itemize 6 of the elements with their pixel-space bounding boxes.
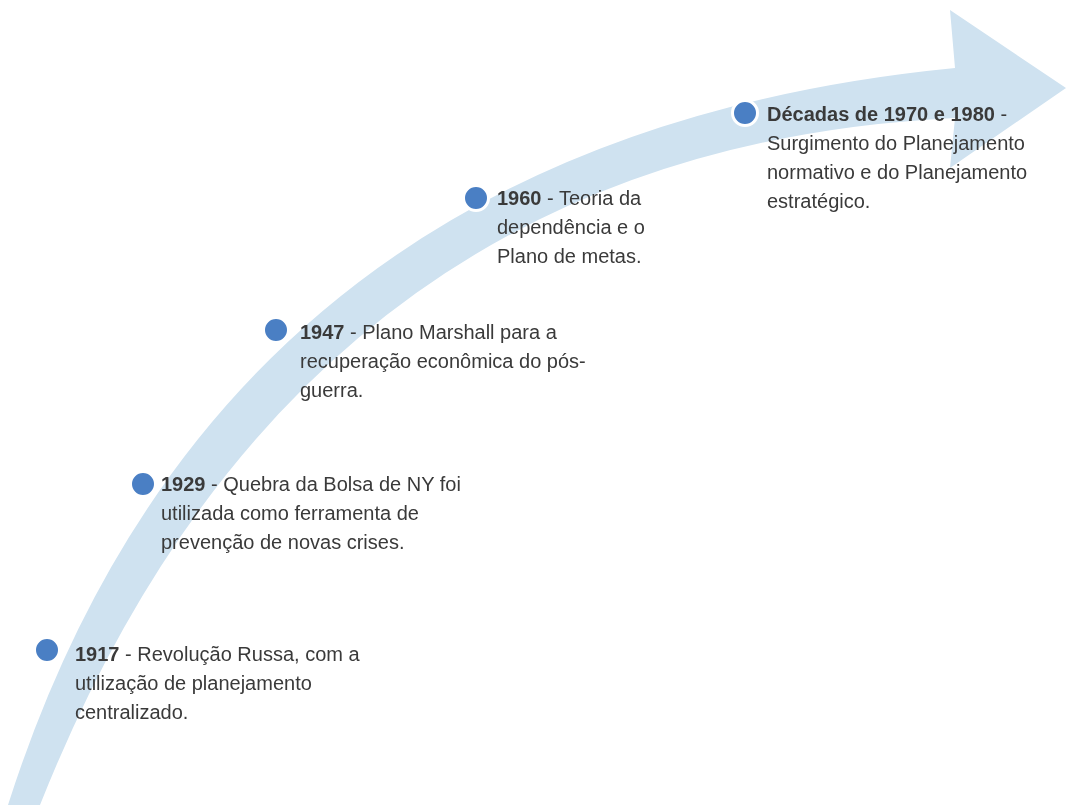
milestone-text: 1929 - Quebra da Bolsa de NY foi utilizada como ferramenta de prevenção de novas crises. [161, 472, 462, 555]
milestone-text: Décadas de 1970 e 1980 - Surgimento do Planejamento normativo e do Planejamento estratégico. [767, 102, 1029, 214]
milestone-text: 1960 - Teoria da dependência e o Plano de metas. [497, 186, 646, 269]
milestone-text: 1947 - Plano Marshall para a recuperação econômica do pós-guerra. [300, 320, 587, 403]
timeline-dot [731, 99, 759, 127]
milestone-text: 1917 - Revolução Russa, com a utilização de planejamento centralizado. [75, 642, 361, 725]
